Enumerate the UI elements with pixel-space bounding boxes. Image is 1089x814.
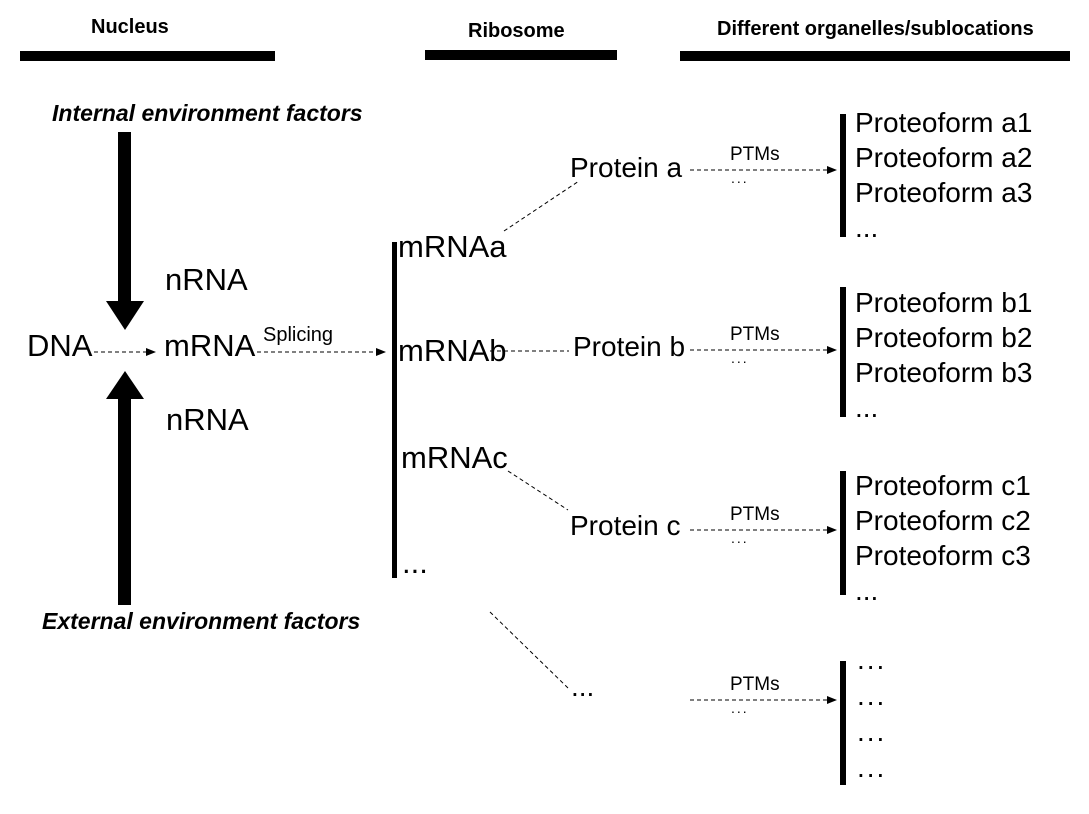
proteoform-list-d: ... ... ... ...	[857, 642, 886, 786]
ptm-ellipsis-a: ...	[731, 170, 749, 186]
proteoform-item: Proteoform b2	[855, 322, 1033, 353]
mrnaa-to-protein-a-line	[503, 180, 580, 232]
proteoform-item: Proteoform a2	[855, 142, 1033, 173]
proteoform-item: ...	[855, 212, 879, 243]
organelle-bar-d	[840, 661, 846, 785]
protein-ellipsis: ...	[571, 671, 595, 702]
proteoform-item: ...	[857, 752, 887, 783]
proteoform-item: ...	[855, 575, 879, 606]
proteoform-item: Proteoform c1	[855, 470, 1031, 501]
mrna-c-label: mRNAc	[401, 440, 508, 475]
nrna-bottom-label: nRNA	[166, 402, 249, 437]
arrow-shaft	[118, 132, 131, 301]
ribosome-header-label: Ribosome	[468, 20, 565, 42]
mrna-ellipsis: ...	[402, 545, 428, 580]
ribosome-line	[392, 242, 397, 578]
external-factors-label: External environment factors	[42, 608, 361, 634]
mrnac-to-protein-c-line	[507, 470, 569, 511]
proteoform-item: ...	[857, 644, 887, 675]
mrna-b-label: mRNAb	[398, 333, 507, 368]
proteoform-list-c: Proteoform c1 Proteoform c2 Proteoform c…	[855, 468, 1031, 608]
proteoform-item: Proteoform b1	[855, 287, 1033, 318]
nucleus-header-bar	[20, 51, 275, 61]
proteoform-item: ...	[855, 392, 879, 423]
ribosome-header-bar	[425, 50, 617, 60]
nrna-top-label: nRNA	[165, 262, 248, 297]
internal-factors-label: Internal environment factors	[52, 100, 363, 126]
ptm-ellipsis-d: ...	[731, 700, 749, 716]
arrow-head	[106, 301, 144, 330]
protein-a-label: Protein a	[570, 152, 683, 183]
proteoform-list-a: Proteoform a1 Proteoform a2 Proteoform a…	[855, 105, 1032, 245]
proteoform-item: ...	[857, 716, 887, 747]
ptm-label-b: PTMs	[730, 324, 780, 345]
proteoform-item: Proteoform c3	[855, 540, 1031, 571]
ptm-label-c: PTMs	[730, 504, 780, 525]
arrow-shaft	[118, 398, 131, 605]
arrow-head	[106, 371, 144, 399]
protein-b-label: Protein b	[573, 331, 686, 362]
proteoform-item: Proteoform c2	[855, 505, 1031, 536]
mrna-label: mRNA	[164, 328, 256, 363]
organelle-bar-c	[840, 471, 846, 595]
organelles-header-label: Different organelles/sublocations	[717, 18, 1034, 40]
proteoform-list-b: Proteoform b1 Proteoform b2 Proteoform b…	[855, 285, 1032, 425]
ptm-ellipsis-c: ...	[731, 530, 749, 546]
ptm-label-d: PTMs	[730, 674, 780, 695]
organelles-header-bar	[680, 51, 1070, 61]
dna-label: DNA	[27, 328, 93, 363]
organelle-bar-a	[840, 114, 846, 237]
proteoform-item: ...	[857, 680, 887, 711]
protein-c-label: Protein c	[570, 510, 681, 541]
proteoform-item: Proteoform b3	[855, 357, 1033, 388]
proteoform-item: Proteoform a1	[855, 107, 1033, 138]
ptm-label-a: PTMs	[730, 144, 780, 165]
splicing-label: Splicing	[263, 324, 334, 346]
organelle-bar-b	[840, 287, 846, 417]
ptm-ellipsis-b: ...	[731, 350, 749, 366]
mrna-a-label: mRNAa	[398, 229, 507, 264]
more-mrna-to-more-protein-line	[489, 611, 569, 689]
proteoform-item: Proteoform a3	[855, 177, 1033, 208]
nucleus-header-label: Nucleus	[91, 16, 169, 38]
